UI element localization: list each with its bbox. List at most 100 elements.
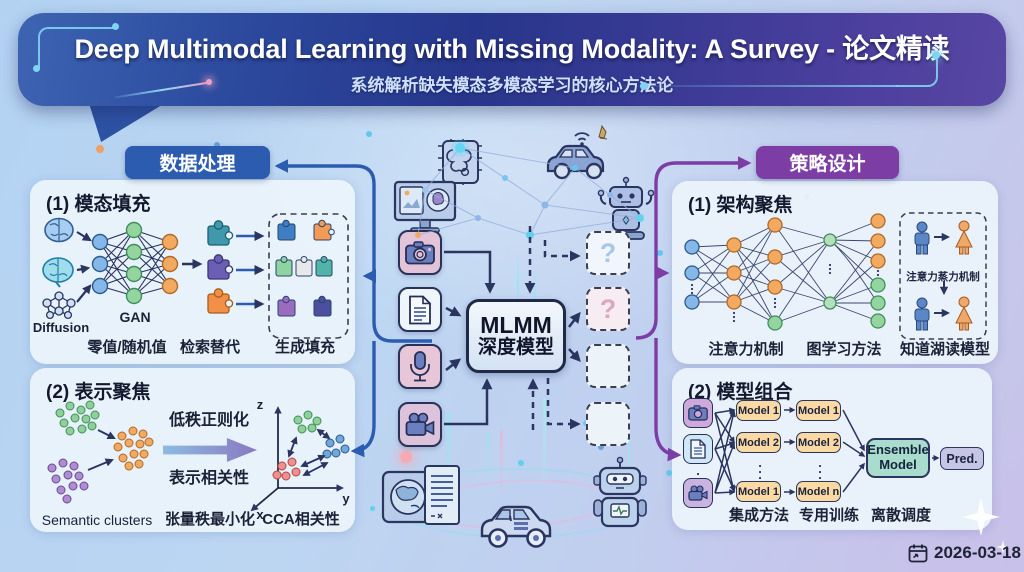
light-beam bbox=[500, 430, 503, 500]
globe-document-icon bbox=[381, 465, 460, 525]
monitor-icon bbox=[393, 180, 457, 234]
person-woman-icon bbox=[955, 296, 973, 331]
gan-label: GAN bbox=[119, 309, 151, 325]
ellipsis-vertical: ... bbox=[818, 455, 822, 482]
distillation-label: 知道湖读模型 bbox=[899, 341, 990, 358]
cluster-green bbox=[55, 400, 100, 436]
ensemble-model-label: Ensemble Model bbox=[867, 442, 929, 472]
person-woman-icon bbox=[955, 220, 973, 255]
low-rank-label: 低秩正则化 bbox=[168, 412, 249, 429]
decor-dot bbox=[657, 250, 663, 256]
cca-cluster-red bbox=[272, 457, 301, 481]
question-mark: ? bbox=[599, 237, 617, 268]
question-mark: ? bbox=[599, 293, 617, 324]
model-box: Model 1 bbox=[796, 400, 841, 421]
model-box-label: Model 2 bbox=[798, 436, 839, 449]
brain-icon bbox=[44, 217, 74, 243]
circuit-dot-icon bbox=[112, 23, 119, 30]
badge-strategy-design: 策略设计 bbox=[756, 146, 899, 179]
panel-model-combination: (2) 模型组合 ... Model 1 Model 2 ... Model 1… bbox=[672, 368, 992, 530]
cluster-orange bbox=[113, 426, 154, 471]
pred-box: Pred. bbox=[940, 447, 984, 470]
missing-output-box-3 bbox=[586, 344, 630, 388]
mlmm-model-box: MLMM 深度模型 bbox=[466, 299, 566, 373]
decor-dot bbox=[598, 444, 604, 450]
date-row: 2026-03-18 bbox=[908, 543, 1021, 563]
puzzle-icon bbox=[207, 254, 234, 280]
decor-dot bbox=[366, 131, 372, 137]
person-man-icon bbox=[914, 297, 930, 331]
pred-label: Pred. bbox=[946, 451, 978, 466]
mlmm-label: MLMM bbox=[480, 311, 552, 338]
ensemble-method-label: 集成方法 bbox=[728, 507, 789, 524]
puzzle-icon bbox=[207, 220, 234, 246]
panel-modality-filling: (1) 模态填充 bbox=[30, 180, 355, 364]
circuit-dot-icon bbox=[932, 51, 940, 59]
fill-label-retrieval: 检索替代 bbox=[179, 339, 240, 356]
model-box-label: Model 1 bbox=[798, 404, 839, 417]
axis-x-label: x bbox=[256, 507, 264, 522]
person-man-icon bbox=[914, 221, 930, 255]
distillation-caption: 注意力蒸力机制 bbox=[906, 271, 980, 283]
badge-strategy-design-label: 策略设计 bbox=[789, 154, 866, 175]
graph-learning-label: 图学习方法 bbox=[806, 341, 882, 358]
correlation-label: 表示相关性 bbox=[168, 470, 249, 487]
circuit-dot-icon bbox=[33, 65, 40, 72]
banner-tail bbox=[88, 100, 170, 142]
panel-representation-focus-heading: (2) 表示聚焦 bbox=[46, 382, 151, 403]
brain-icon bbox=[42, 257, 74, 288]
decor-dot bbox=[666, 470, 672, 476]
axis-y-label: y bbox=[342, 491, 350, 506]
missing-output-box-4 bbox=[586, 402, 630, 446]
dedicated-training-label: 专用训练 bbox=[798, 507, 859, 524]
page-title: Deep Multimodal Learning with Missing Mo… bbox=[74, 34, 950, 64]
axis-z-label: z bbox=[256, 397, 264, 412]
video-camera-icon bbox=[398, 402, 442, 447]
panel-architecture-focus-heading: (1) 架构聚焦 bbox=[688, 195, 793, 216]
document-icon bbox=[398, 287, 442, 332]
car-icon bbox=[546, 124, 608, 180]
diffusion-molecule-icon bbox=[42, 291, 76, 320]
ellipsis-vertical: ... bbox=[758, 455, 762, 482]
missing-output-box-2: ? bbox=[586, 287, 630, 331]
light-beam bbox=[517, 252, 519, 318]
decor-dot bbox=[370, 506, 375, 511]
ensemble-arrows bbox=[714, 406, 940, 496]
fill-label-generative: 生成填充 bbox=[274, 339, 335, 356]
gan-network bbox=[99, 229, 171, 297]
light-beam bbox=[447, 412, 450, 500]
representation-focus-diagram bbox=[47, 400, 350, 512]
discrete-scheduling-label: 离散调度 bbox=[870, 507, 931, 524]
distillation-box bbox=[899, 212, 987, 340]
title-banner: Deep Multimodal Learning with Missing Mo… bbox=[18, 13, 1006, 106]
model-box: Model n bbox=[796, 481, 841, 502]
puzzle-icon bbox=[207, 288, 234, 314]
circuit-line-icon bbox=[896, 57, 938, 87]
fill-label-zero-random: 零值/随机值 bbox=[87, 339, 167, 356]
model-box-label: Model n bbox=[797, 485, 840, 498]
cluster-purple bbox=[47, 458, 89, 504]
cca-cluster-green bbox=[293, 410, 322, 434]
page-subtitle: 系统解析缺失模态多模态学习的核心方法论 bbox=[350, 76, 674, 95]
panel-representation-focus: (2) 表示聚焦 bbox=[30, 368, 355, 532]
model-box-label: Model 1 bbox=[738, 485, 779, 498]
calendar-icon bbox=[908, 544, 928, 563]
semantic-clusters-label: Semantic clusters bbox=[41, 512, 153, 528]
diffusion-label: Diffusion bbox=[32, 320, 90, 335]
decor-dot bbox=[96, 145, 104, 153]
car-icon bbox=[480, 505, 552, 548]
robot-icon bbox=[593, 456, 647, 528]
ensemble-model-box: Ensemble Model bbox=[866, 438, 930, 478]
date-label: 2026-03-18 bbox=[934, 543, 1021, 562]
model-box: Model 2 bbox=[736, 432, 781, 453]
attention-label: 注意力机制 bbox=[708, 341, 784, 358]
model-box-label: Model 1 bbox=[738, 404, 779, 417]
missing-output-box-1: ? bbox=[586, 231, 630, 275]
cca-label: CCA相关性 bbox=[262, 511, 340, 528]
model-box: Model 1 bbox=[736, 400, 781, 421]
model-box-label: Model 2 bbox=[738, 436, 779, 449]
model-box: Model 2 bbox=[796, 432, 841, 453]
decor-dot bbox=[518, 460, 524, 466]
camera-icon bbox=[398, 230, 442, 275]
